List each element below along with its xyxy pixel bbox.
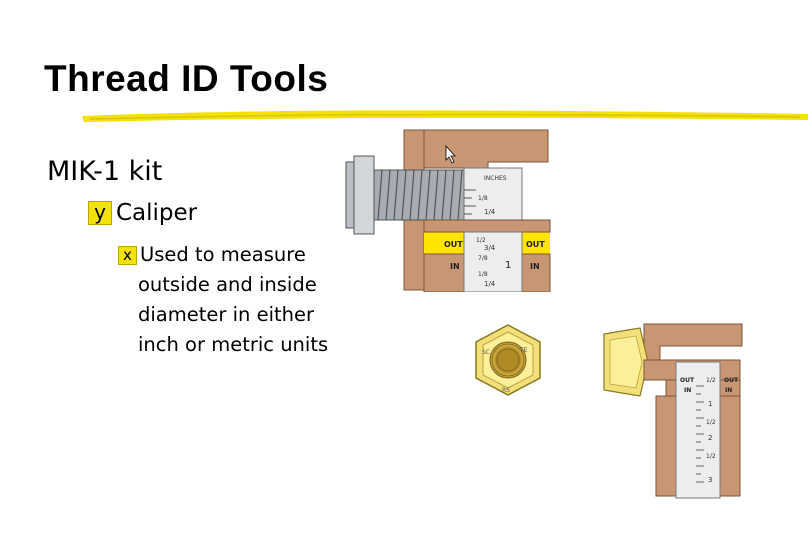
out-label-right: OUT: [526, 240, 545, 249]
x-bullet-icon: x: [118, 245, 137, 265]
hex-nut-illustration: SC TE RS: [475, 324, 541, 396]
bullet-caliper: y Caliper: [88, 200, 197, 226]
caliper-bolt-illustration: INCHES 1/8 1/4 OUT OUT IN IN 1/2 3/4 7/8…: [345, 129, 551, 292]
description-line-1: x Used to measure: [118, 240, 358, 270]
inches-header: INCHES: [484, 175, 507, 182]
scale-tick-3: 2: [708, 434, 712, 442]
nut-mark-1: TE: [519, 347, 528, 354]
scale-tick-4: 7/8: [478, 255, 488, 262]
scale-tick-1: 1: [708, 400, 712, 408]
scale-tick-2: 1/2: [706, 419, 716, 426]
scale-tick-0: 1/2: [706, 377, 716, 384]
description-line-2: outside and inside: [138, 273, 317, 296]
caliper-description: x Used to measure outside and inside dia…: [118, 240, 358, 360]
caliper-label: Caliper: [116, 200, 198, 226]
slide-title: Thread ID Tools: [44, 58, 329, 99]
caliper-nut-illustration: OUT OUT IN IN 1/2 1 1/2 2 1/2 3: [603, 323, 743, 499]
bullet-mik-kit: MIK-1 kit: [47, 156, 163, 187]
scale-tick-2: 1/2: [476, 237, 486, 244]
y-bullet-icon: y: [88, 201, 112, 225]
title-underline: [82, 110, 808, 122]
scale-tick-5: 1: [505, 260, 511, 271]
out-label-right: OUT: [724, 377, 739, 384]
in-label-right: IN: [530, 262, 540, 271]
scale-tick-4: 1/2: [706, 453, 716, 460]
in-label-left: IN: [450, 262, 460, 271]
scale-tick-5: 3: [708, 476, 712, 484]
nut-mark-0: SC: [482, 349, 490, 356]
scale-tick-0: 1/8: [478, 195, 488, 202]
mouse-pointer-icon: [445, 144, 456, 164]
out-label-left: OUT: [680, 377, 695, 384]
out-label-left: OUT: [444, 240, 463, 249]
in-label-right: IN: [725, 387, 732, 394]
description-line-4: inch or metric units: [138, 333, 329, 356]
nut-mark-2: RS: [502, 387, 510, 394]
scale-tick-7: 1/4: [484, 280, 496, 288]
scale-tick-6: 1/8: [478, 271, 488, 278]
in-label-left: IN: [684, 387, 691, 394]
description-line-3: diameter in either: [138, 303, 315, 326]
scale-tick-1: 1/4: [484, 208, 496, 216]
scale-tick-3: 3/4: [484, 244, 496, 252]
